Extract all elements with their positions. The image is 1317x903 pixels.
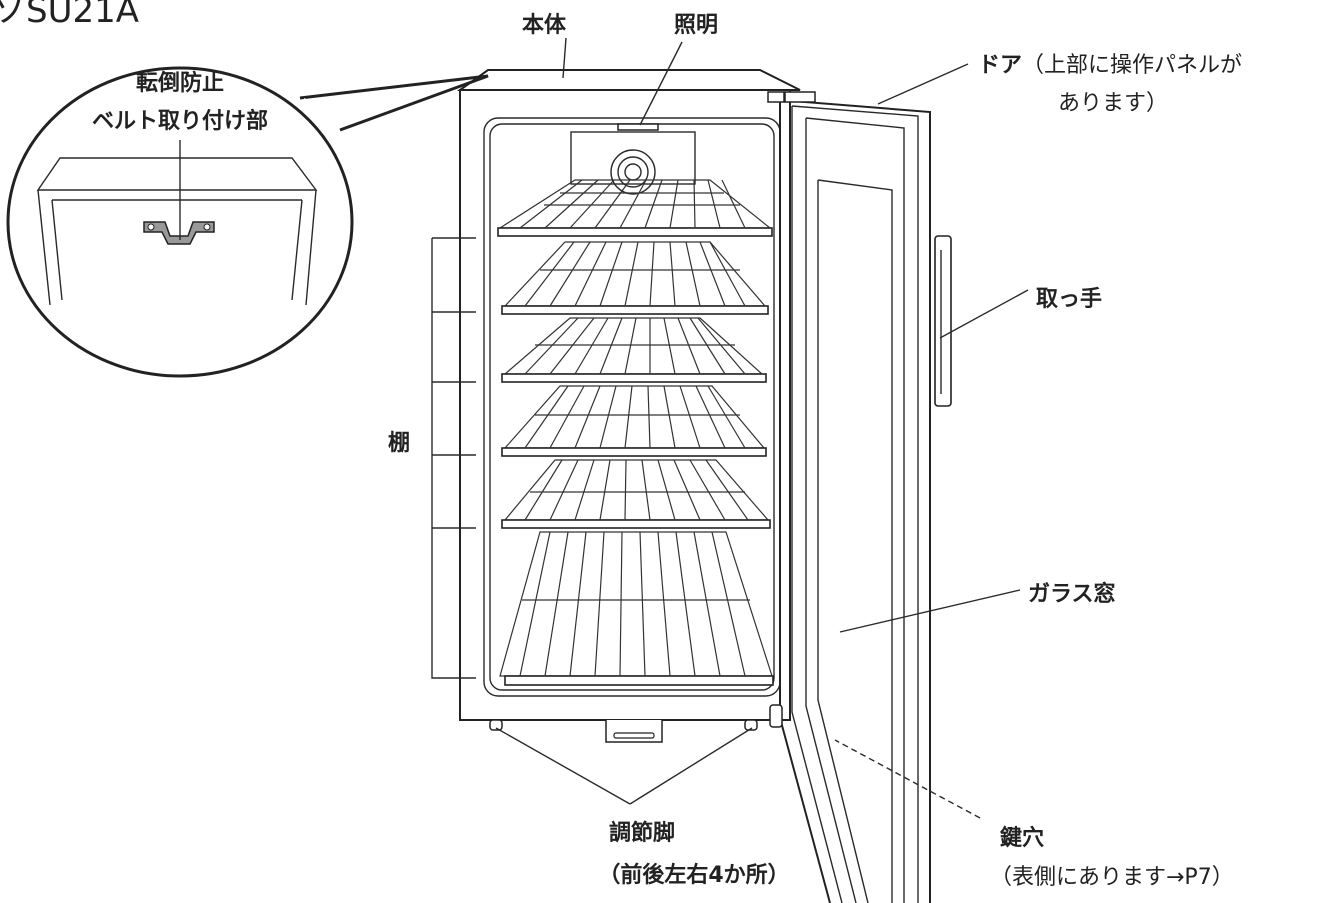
anti-tip-callout: 転倒防止 ベルト取り付け部 [6,66,489,378]
anti-tip-label-2: ベルト取り付け部 [92,108,268,134]
cabinet-top [456,69,801,91]
door-outer-edge [779,99,931,903]
glass-window-label: ガラス窓 [1028,581,1116,607]
shelf-1 [497,179,773,237]
shelves [497,179,774,686]
body-leader [562,37,567,79]
fan-grille [610,149,656,195]
door-hinge-edge [779,100,831,903]
door-note-1: （上部に操作パネルが [1022,53,1242,78]
anti-tip-label-1: 転倒防止 [136,70,224,96]
feet-leader-right [629,727,753,805]
keyhole-note: （表側にあります→P7） [990,865,1234,890]
foot-right [744,719,758,731]
light-label: 照明 [674,13,718,38]
door-label: ドア [978,53,1022,78]
bottom-hinge [769,704,783,728]
callout-pointer [299,74,489,132]
anti-tip-plate [605,720,663,743]
keyhole-leader [834,739,981,819]
cabinet-body [456,69,801,743]
body-label: 本体 [522,13,567,38]
shelf-label: 棚 [388,431,410,456]
foot-left [489,719,503,731]
door-note-2: あります） [1058,91,1168,116]
shelf-5 [501,459,771,529]
handle-label: 取っ手 [1036,287,1102,312]
shelf-3 [501,317,767,383]
fan-housing [570,131,696,185]
shelf-6 [499,531,774,686]
keyhole-label: 鍵穴 [1000,825,1044,851]
glass-leader [839,589,1021,633]
feet-label-1: 調節脚 [609,820,675,846]
belt-bracket [143,221,215,245]
light-fixture [617,123,659,131]
top-hinge [767,91,785,103]
light-leader [639,41,683,126]
door-leader [877,63,969,105]
model-title: ソSU21A [0,0,139,31]
door [767,91,952,903]
feet-label-2: （前後左右4か所） [598,862,789,888]
door-handle [934,235,952,407]
shelf-4 [501,385,767,457]
shelf-bracket [431,238,476,679]
handle-leader [939,289,1029,339]
leader-lines [431,37,1029,819]
shelf-2 [501,241,769,315]
feet-leader-left [495,727,631,805]
